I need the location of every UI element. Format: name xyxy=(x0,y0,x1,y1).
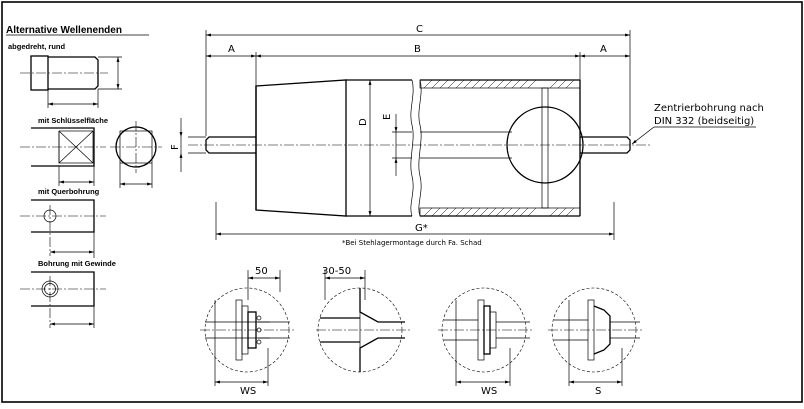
roller-main-view: C A B A xyxy=(170,24,764,247)
variant-key-flat xyxy=(20,121,162,188)
dim-f-label: F xyxy=(170,144,181,150)
dim-g-label: G* xyxy=(415,223,428,234)
dim-c-label: C xyxy=(416,24,423,35)
shaft-end-variants-panel: Alternative Wellenenden abgedreht, rund … xyxy=(6,25,162,328)
panel-title: Alternative Wellenenden xyxy=(6,25,122,36)
variant-turned-round xyxy=(20,55,122,108)
variant-threaded-bore xyxy=(20,271,106,328)
variant-label-threaded-bore: Bohrung mit Gewinde xyxy=(38,259,116,268)
variant-label-turned-round: abgedreht, rund xyxy=(8,42,66,51)
dim-a-left-label: A xyxy=(228,44,235,55)
variant-label-cross-bore: mit Querbohrung xyxy=(38,187,100,196)
detail1-top-dim: 50 xyxy=(255,266,268,277)
centering-note-line2: DIN 332 (beidseitig) xyxy=(654,116,754,127)
footnote: *Bei Stehlagermontage durch Fa. Schad xyxy=(342,239,482,247)
detail-view-4: S xyxy=(548,287,642,397)
detail-view-2: 30-50 xyxy=(316,266,410,373)
dim-e-label: E xyxy=(382,114,393,120)
detail4-bottom-dim: S xyxy=(595,386,601,397)
detail-view-3: WS xyxy=(438,287,532,397)
variant-label-key-flat: mit Schlüsselfläche xyxy=(38,116,108,125)
dim-a-right-label: A xyxy=(600,44,607,55)
detail1-bottom-dim: WS xyxy=(240,386,256,397)
detail2-top-dim: 30-50 xyxy=(322,266,351,277)
detail-view-1: 50 WS xyxy=(200,266,294,397)
centering-note-line1: Zentrierbohrung nach xyxy=(654,103,764,114)
dim-b-label: B xyxy=(414,44,421,55)
variant-cross-bore xyxy=(20,199,106,258)
detail3-bottom-dim: WS xyxy=(481,386,497,397)
dim-d-label: D xyxy=(358,118,369,126)
